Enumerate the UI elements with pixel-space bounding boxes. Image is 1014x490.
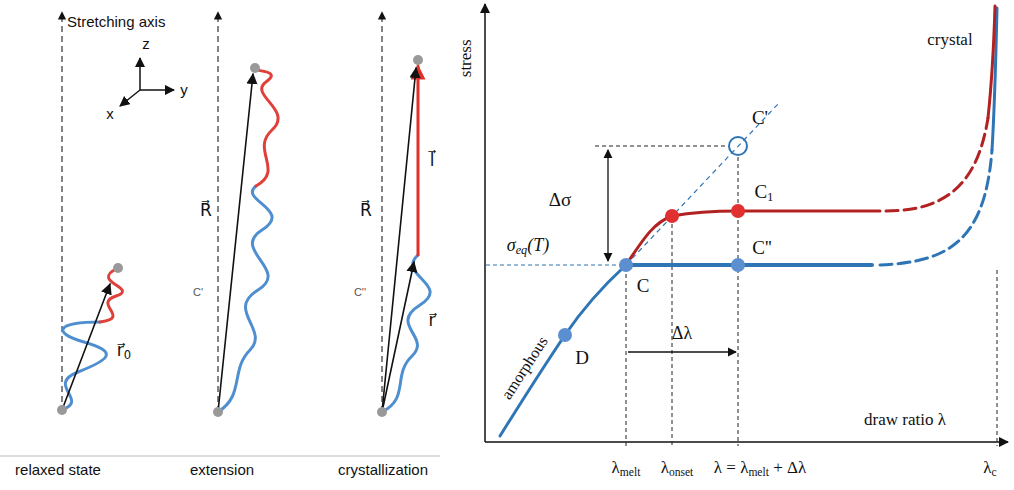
axis-title: Stretching axis xyxy=(67,14,165,31)
vector-label: R⃗ xyxy=(358,201,374,220)
axis-letter: z xyxy=(142,36,150,53)
draw-ratio-arrow xyxy=(628,351,736,352)
vector-label: r⃗ xyxy=(427,311,438,330)
tick-label: λc xyxy=(983,459,996,478)
guide-lines xyxy=(595,146,997,446)
relaxed-chain xyxy=(57,263,123,415)
chart-axes xyxy=(485,4,1008,442)
point-label: C'' xyxy=(752,238,772,259)
coordinate-axes xyxy=(120,58,174,106)
state-points xyxy=(558,137,747,342)
extrapolation-line xyxy=(626,104,778,265)
quantity-label: Δλ xyxy=(672,324,692,344)
vector-label: r⃗0 xyxy=(115,341,133,360)
tick-label: λmelt xyxy=(612,459,641,478)
subscript: melt xyxy=(620,466,641,479)
axis-letter: y xyxy=(180,82,188,99)
subscript: 1 xyxy=(767,189,773,204)
quantity-label: Δσ xyxy=(549,190,571,211)
crystallized-chain xyxy=(377,55,430,417)
vector-label: l⃗ xyxy=(428,151,437,170)
state-label: C'' xyxy=(352,286,368,298)
extended-chain xyxy=(213,63,278,417)
axis-title: stress xyxy=(457,39,476,77)
subscript: eq xyxy=(516,243,528,257)
stretching-axes xyxy=(62,12,382,412)
point-label: C1 xyxy=(754,182,773,203)
subscript: c xyxy=(992,466,997,479)
region-label: crystal xyxy=(927,31,972,50)
vector-label: R⃗ xyxy=(198,201,214,220)
divider xyxy=(0,456,440,457)
stress-curves xyxy=(500,6,997,436)
tick-label: λonset xyxy=(661,459,694,478)
tick-label: λ = λmelt + Δλ xyxy=(714,459,806,478)
point-label: C xyxy=(637,276,650,297)
stress-jump-arrow xyxy=(607,150,608,261)
point-label: D xyxy=(575,348,589,369)
axis-letter: x xyxy=(106,106,114,123)
axis-title: draw ratio λ xyxy=(864,411,946,430)
subscript: 0 xyxy=(124,348,131,362)
equilibrium-line xyxy=(486,265,620,266)
state-caption: crystallization xyxy=(338,462,428,479)
state-caption: relaxed state xyxy=(15,462,101,479)
state-label: C' xyxy=(191,286,205,298)
subscript: melt xyxy=(748,466,769,479)
subscript: onset xyxy=(669,466,693,479)
quantity-label: σeq(T) xyxy=(507,236,549,256)
state-caption: extension xyxy=(190,462,254,479)
point-label: C' xyxy=(752,108,768,129)
